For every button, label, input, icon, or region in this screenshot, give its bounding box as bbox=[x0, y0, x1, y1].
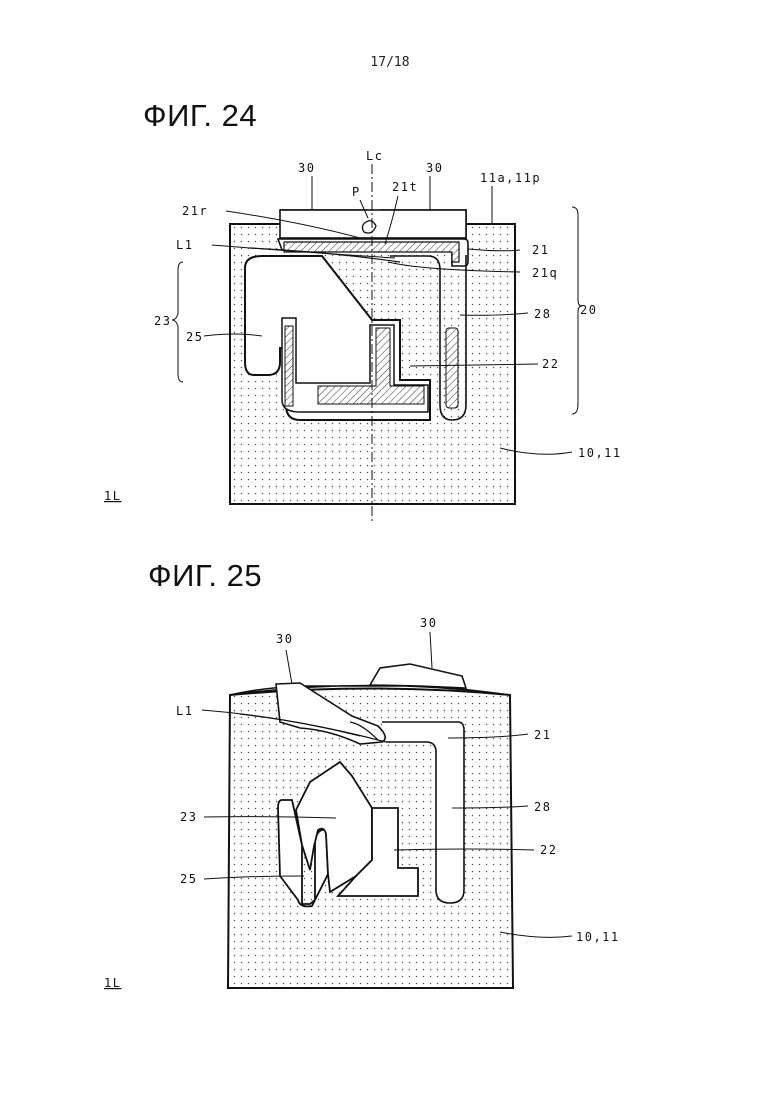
fig24-label-21q: 21q bbox=[532, 266, 558, 280]
fig24-label-30-left: 30 bbox=[298, 161, 315, 175]
fig25-label-28: 28 bbox=[534, 800, 551, 814]
fig24-label-21r: 21r bbox=[182, 204, 208, 218]
fig24-flap-strip bbox=[280, 210, 466, 238]
fig25-flap-right bbox=[370, 664, 466, 688]
fig24-label-22: 22 bbox=[542, 357, 559, 371]
fig25-label-l1: L1 bbox=[176, 704, 193, 718]
fig24-label-30-right: 30 bbox=[426, 161, 443, 175]
fig24-label-21: 21 bbox=[532, 243, 549, 257]
fig24-label-p: P bbox=[352, 185, 361, 199]
fig24-label-11a-11p: 11a,11p bbox=[480, 171, 541, 185]
fig24-label-lc: Lc bbox=[366, 149, 383, 163]
fig24-label-l1: L1 bbox=[176, 238, 193, 252]
fig25-label-10-11: 10,11 bbox=[576, 930, 620, 944]
fig25-label-23: 23 bbox=[180, 810, 197, 824]
fig24-label-20: 20 bbox=[580, 303, 597, 317]
fig24-label-23: 23 bbox=[154, 314, 171, 328]
fig24-hatched-left-bar bbox=[285, 326, 293, 406]
figure-24-drawing bbox=[172, 164, 582, 524]
fig25-label-25: 25 bbox=[180, 872, 197, 886]
fig24-label-10-11: 10,11 bbox=[578, 446, 622, 460]
fig24-label-21t: 21t bbox=[392, 180, 418, 194]
fig24-label-28: 28 bbox=[534, 307, 551, 321]
figure-25-drawing bbox=[202, 632, 572, 988]
fig24-hatched-right-bar bbox=[446, 328, 458, 408]
fig24-label-1l: 1L bbox=[104, 489, 121, 503]
fig25-label-22: 22 bbox=[540, 843, 557, 857]
fig25-label-30-left: 30 bbox=[276, 632, 293, 646]
fig24-label-25: 25 bbox=[186, 330, 203, 344]
fig25-label-21: 21 bbox=[534, 728, 551, 742]
fig25-label-30-right: 30 bbox=[420, 616, 437, 630]
fig25-label-1l: 1L bbox=[104, 976, 121, 990]
